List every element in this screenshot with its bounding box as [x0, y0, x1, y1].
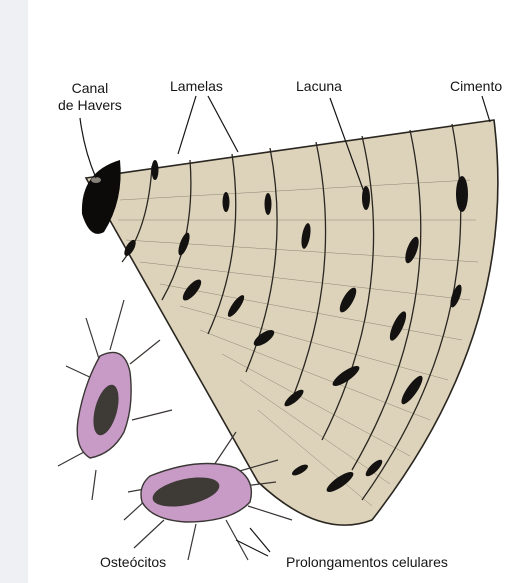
lacuna [223, 192, 230, 212]
label-lacuna: Lacuna [296, 78, 342, 95]
leader-lamelas-1 [178, 96, 196, 154]
label-prolongamentos: Prolongamentos celulares [286, 554, 448, 571]
label-canal-line1: Canal [58, 80, 122, 97]
leader-lamelas-2 [208, 96, 238, 152]
label-canal-line2: de Havers [58, 97, 122, 114]
label-cimento: Cimento [450, 78, 502, 95]
label-canal-de-havers: Canal de Havers [58, 80, 122, 114]
label-osteocitos: Osteócitos [100, 554, 166, 571]
leader-canal [80, 118, 96, 178]
leader-cimento [482, 96, 490, 122]
lacuna [152, 160, 159, 180]
bone-wedge [86, 120, 498, 525]
label-lamelas: Lamelas [170, 78, 223, 95]
lacuna [456, 176, 468, 212]
lacuna [265, 193, 272, 215]
page-edge [0, 0, 28, 583]
